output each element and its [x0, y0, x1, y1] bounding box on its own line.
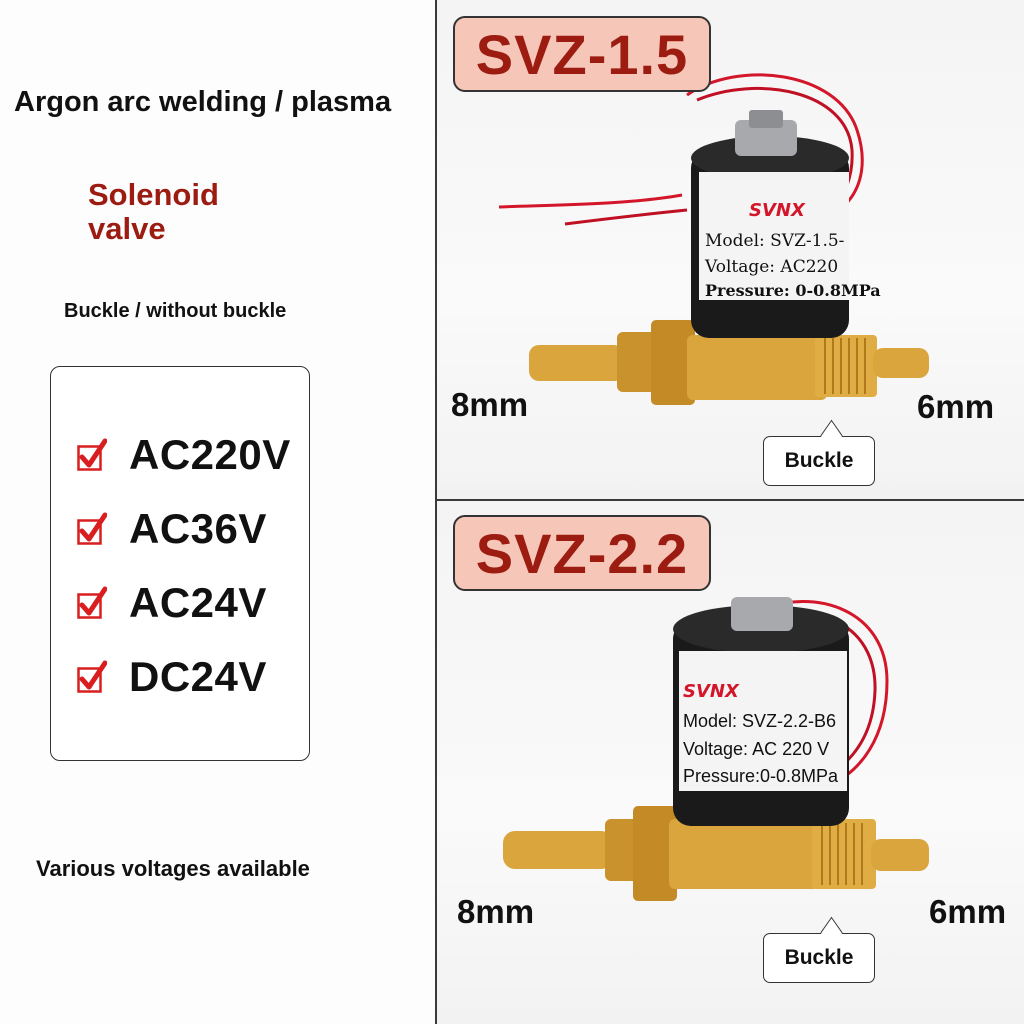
buckle-options-text: Buckle / without buckle — [64, 300, 287, 322]
label-voltage: Voltage: AC220 — [704, 257, 838, 277]
headline: Argon arc welding / plasma — [14, 86, 392, 118]
outlet-size: 6mm — [929, 893, 1007, 930]
voltage-label: DC24V — [129, 653, 267, 700]
model-name: SVZ-1.5 — [475, 22, 689, 86]
product-panel-svz-2-2: SVNX Model: SVZ-2.2-B6 Voltage: AC 220 V… — [437, 501, 1024, 1024]
product-type-title: Solenoid valve — [88, 177, 219, 246]
checkbox-checked-icon — [77, 660, 107, 693]
solenoid-valve-photo: SVNX Model: SVZ-1.5- Voltage: AC220 Pres… — [498, 73, 929, 405]
label-model: Model: SVZ-2.2-B6 — [683, 711, 836, 731]
label-voltage: Voltage: AC 220 V — [683, 739, 829, 759]
vertical-divider — [435, 0, 437, 1024]
voltage-label: AC24V — [129, 579, 267, 626]
spec-panel: Argon arc welding / plasma Solenoid valv… — [0, 0, 435, 1024]
inlet-size: 8mm — [451, 386, 529, 423]
inlet-size: 8mm — [457, 893, 535, 930]
model-tag: SVZ-2.2 — [453, 515, 711, 591]
brand-logo: SVNX — [749, 200, 806, 221]
checkbox-checked-icon — [77, 512, 107, 545]
voltage-option: DC24V — [77, 649, 267, 705]
model-tag: SVZ-1.5 — [453, 16, 711, 92]
voltage-label: AC36V — [129, 505, 267, 552]
checkbox-checked-icon — [77, 438, 107, 471]
solenoid-valve-photo: SVNX Model: SVZ-2.2-B6 Voltage: AC 220 V… — [503, 597, 929, 901]
voltage-options-box: AC220V AC36V AC24V DC24V — [50, 366, 310, 761]
voltage-option: AC220V — [77, 427, 291, 483]
checkbox-checked-icon — [77, 586, 107, 619]
voltage-label: AC220V — [129, 431, 291, 478]
model-name: SVZ-2.2 — [475, 521, 689, 585]
horizontal-divider — [435, 499, 1024, 501]
label-pressure: Pressure:0-0.8MPa — [683, 766, 839, 786]
voltage-option: AC36V — [77, 501, 267, 557]
outlet-size: 6mm — [917, 388, 995, 425]
label-pressure: Pressure: 0-0.8MPa — [705, 281, 881, 300]
buckle-callout: Buckle — [763, 436, 875, 486]
footer-note: Various voltages available — [36, 856, 310, 881]
brand-logo: SVNX — [683, 681, 740, 702]
buckle-callout: Buckle — [763, 933, 875, 983]
voltage-option: AC24V — [77, 575, 267, 631]
product-panel-svz-1-5: SVNX Model: SVZ-1.5- Voltage: AC220 Pres… — [437, 0, 1024, 499]
label-model: Model: SVZ-1.5- — [705, 231, 844, 251]
